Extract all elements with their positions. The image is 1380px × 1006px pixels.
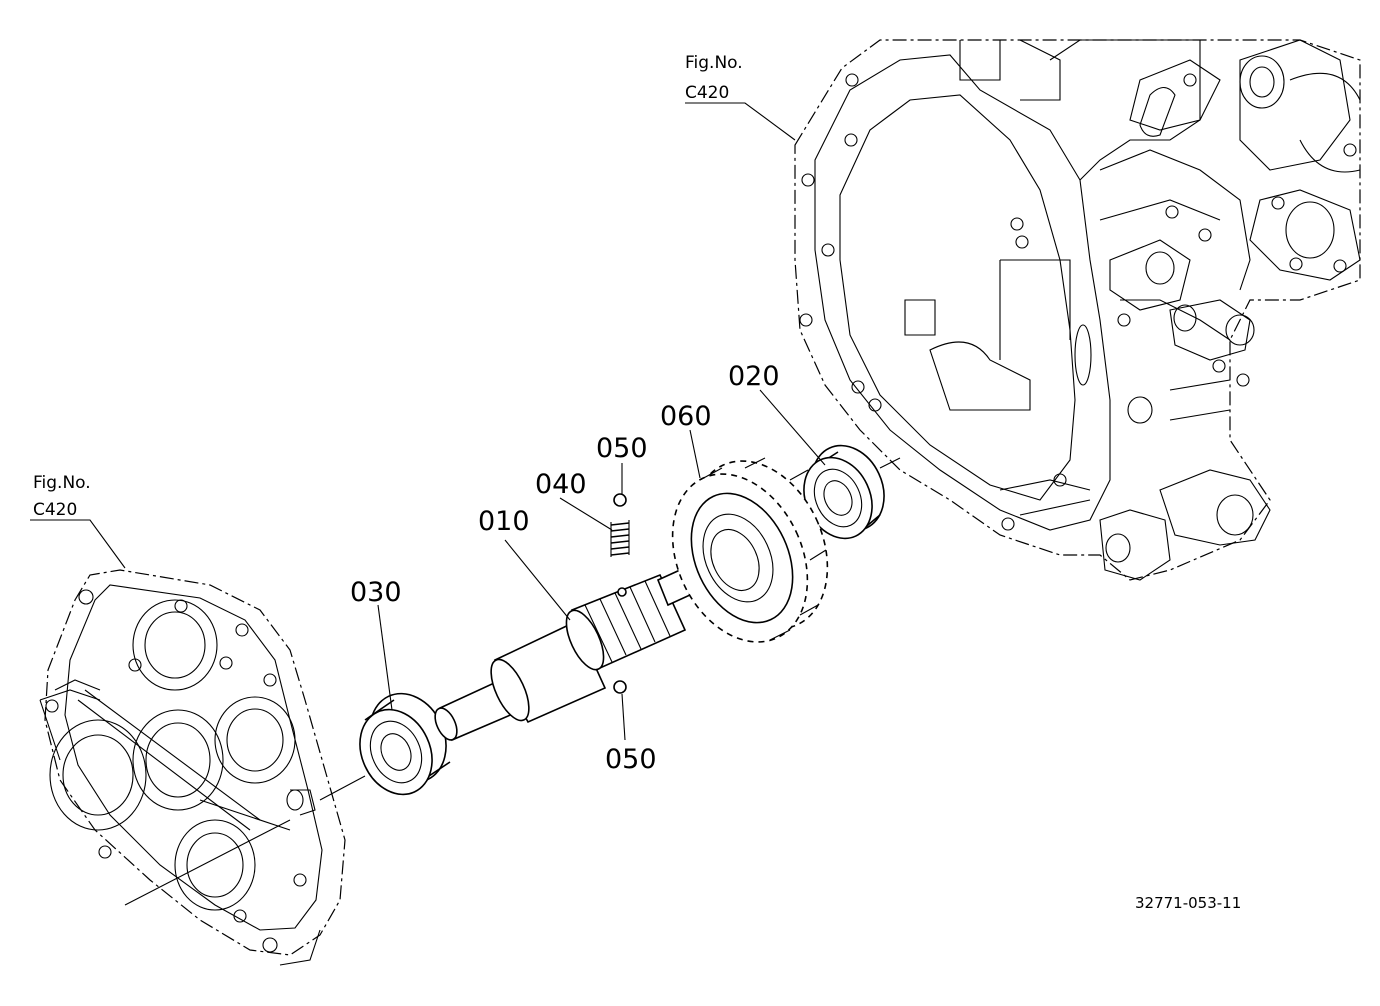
assembly-center-line <box>124 457 901 906</box>
callout-050-lower: 050 <box>605 744 657 775</box>
leader-lines <box>30 102 826 741</box>
gear-060 <box>671 457 829 643</box>
callout-050-upper: 050 <box>596 433 648 464</box>
drawing-number: 32771-053-11 <box>1135 894 1241 912</box>
fig-ref-left-line2: C420 <box>33 500 77 520</box>
callout-030: 030 <box>350 577 402 608</box>
ball-bearing-030 <box>359 692 451 796</box>
rear-cover <box>39 569 346 966</box>
spring-040 <box>610 520 630 557</box>
fig-ref-top-line1: Fig.No. <box>685 53 743 73</box>
ball-050-lower <box>613 680 627 694</box>
callout-040: 040 <box>535 469 587 500</box>
transmission-case <box>794 39 1361 581</box>
shaft-010 <box>434 568 692 742</box>
callout-020: 020 <box>728 361 780 392</box>
fig-ref-left-line1: Fig.No. <box>33 473 91 493</box>
ball-bearing-020 <box>803 444 885 540</box>
fig-ref-top-line2: C420 <box>685 83 729 103</box>
ball-050-upper <box>613 493 627 507</box>
callout-060: 060 <box>660 401 712 432</box>
callout-010: 010 <box>478 506 530 537</box>
